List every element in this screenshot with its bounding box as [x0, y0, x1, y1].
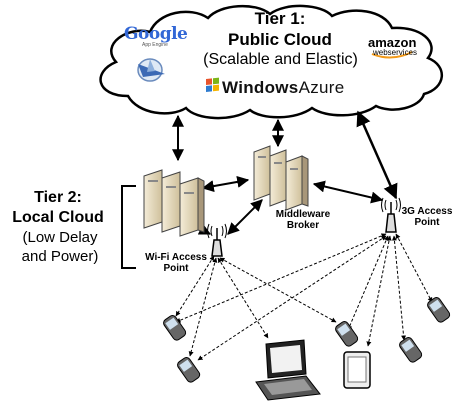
laptop-icon — [255, 339, 321, 401]
google-app-engine-label: App Engine — [142, 42, 168, 48]
app-engine-logo-icon — [137, 58, 165, 82]
3g-antenna-icon — [381, 197, 401, 233]
tier1-title: Tier 1: — [254, 9, 306, 28]
phone-icon — [427, 297, 451, 323]
windows-logo-icon — [206, 77, 219, 92]
google-logo-text: Google — [124, 24, 188, 44]
tier2-description-line2: and Power) — [21, 248, 99, 265]
public-cloud-shape — [99, 4, 444, 120]
tier2-bracket — [121, 185, 136, 269]
link-local-broker — [201, 175, 250, 193]
tier1-subtitle: Public Cloud — [228, 30, 332, 49]
phone-icon — [399, 337, 423, 363]
wifi-label-line1: Wi-Fi Access — [145, 252, 207, 263]
tier2-description-line1: (Low Delay — [22, 229, 98, 246]
3g-label-line2: Point — [414, 217, 440, 228]
amazon-logo: amazon — [368, 35, 417, 50]
local-cloud-servers — [143, 169, 205, 237]
middleware-broker-servers — [253, 145, 309, 211]
middleware-label-line2: Broker — [286, 220, 320, 231]
amazon-webservices-label: webservices — [373, 48, 418, 57]
link-cloud-3g — [356, 110, 398, 200]
phone-icon — [163, 315, 187, 341]
azure-windows-text: Windows — [222, 78, 299, 97]
link-broker-wifi — [227, 199, 263, 235]
3g-wireless-links — [175, 233, 433, 361]
phone-icon — [335, 321, 359, 347]
3g-label-line1: 3G Access — [401, 206, 453, 217]
link-broker-3g — [312, 180, 384, 204]
wifi-label-line2: Point — [163, 263, 189, 274]
tier1-description: (Scalable and Elastic) — [203, 51, 358, 68]
middleware-label-line1: Middleware — [275, 209, 331, 220]
azure-azure-text: Azure — [298, 78, 345, 97]
phone-icon — [177, 357, 201, 383]
tablet-icon — [343, 351, 371, 389]
amazon-smile-icon — [371, 51, 413, 59]
windows-azure-logo: WindowsAzure — [222, 78, 344, 98]
google-logo: Google — [124, 24, 188, 44]
tier2-subtitle: Local Cloud — [12, 209, 104, 226]
tier2-title: Tier 2: — [34, 189, 82, 206]
